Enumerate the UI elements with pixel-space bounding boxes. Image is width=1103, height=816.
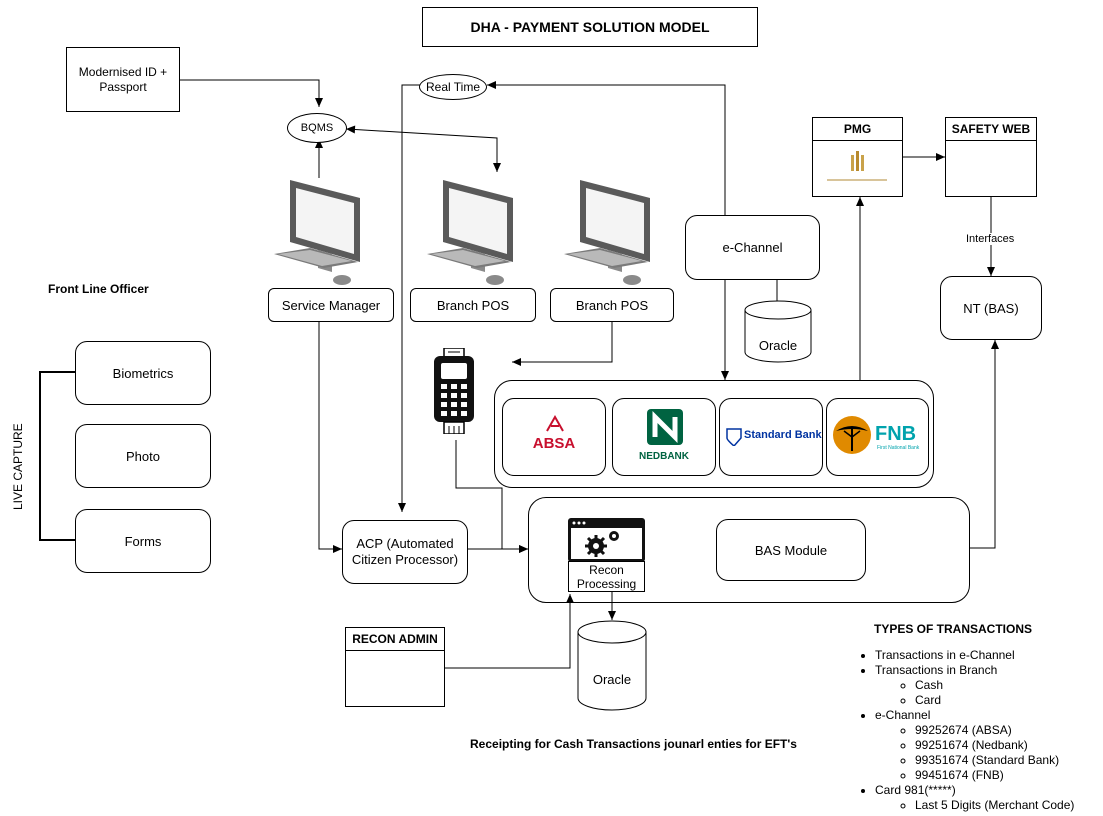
computer-icon: [274, 180, 360, 285]
acp-box: ACP (Automated Citizen Processor): [342, 520, 468, 584]
computer-icon: [427, 180, 513, 285]
fnb-label: FNB: [875, 423, 917, 445]
list-item: 99252674 (ABSA): [915, 723, 1074, 738]
nedbank-logo-icon: [647, 409, 683, 445]
transactions-list: Transactions in e-Channel Transactions i…: [857, 648, 1074, 813]
receipting-note: Receipting for Cash Transactions jounarl…: [470, 737, 797, 751]
bqms-node: BQMS: [287, 113, 347, 143]
recon-processing-label: Recon Processing: [568, 561, 645, 592]
banks-container: [494, 380, 934, 488]
safety-web-box: SAFETY WEB: [945, 117, 1037, 197]
photo-box: Photo: [75, 424, 211, 488]
interfaces-label: Interfaces: [964, 233, 1017, 245]
real-time-node: Real Time: [419, 74, 487, 100]
oracle-label: Oracle: [758, 338, 798, 353]
modernised-id-box: Modernised ID + Passport: [66, 47, 180, 112]
bank-card-fnb: FNB First National Bank: [826, 398, 929, 476]
bank-card-standard-bank: Standard Bank: [719, 398, 823, 476]
nedbank-label: NEDBANK: [639, 451, 689, 462]
live-capture-label: LIVE CAPTURE: [11, 423, 25, 510]
list-item: 99451674 (FNB): [915, 768, 1074, 783]
list-item-label: e-Channel: [875, 708, 931, 722]
transactions-heading: TYPES OF TRANSACTIONS: [874, 622, 1033, 636]
card-machine-icon: [434, 348, 474, 434]
oracle-database-icon: [744, 300, 812, 363]
nt-bas-box: NT (BAS): [940, 276, 1042, 340]
computer-icon: [564, 180, 650, 285]
recon-admin-box: RECON ADMIN: [345, 627, 445, 707]
branch-pos-box: Branch POS: [550, 288, 674, 322]
bank-card-absa: ABSA: [502, 398, 606, 476]
recon-gear-icon: [568, 518, 645, 562]
list-item: 99351674 (Standard Bank): [915, 753, 1074, 768]
absa-logo-icon: [546, 415, 564, 432]
list-item: e-Channel 99252674 (ABSA) 99251674 (Nedb…: [875, 708, 1074, 783]
list-item: Cash: [915, 678, 1074, 693]
e-channel-box: e-Channel: [685, 215, 820, 280]
pmg-title: PMG: [813, 118, 902, 141]
pmg-logo-icon: [827, 151, 887, 181]
pmg-box: PMG: [812, 117, 903, 197]
recon-admin-title: RECON ADMIN: [346, 628, 444, 651]
absa-label: ABSA: [532, 435, 576, 452]
forms-box: Forms: [75, 509, 211, 573]
standard-bank-label: Standard Bank: [744, 429, 822, 441]
bank-card-nedbank: NEDBANK: [612, 398, 716, 476]
branch-pos-box: Branch POS: [410, 288, 536, 322]
processing-container: [528, 497, 970, 603]
safety-web-title: SAFETY WEB: [946, 118, 1036, 141]
list-item-label: Card 981(*****): [875, 783, 956, 797]
list-item: Last 5 Digits (Merchant Code): [915, 798, 1074, 813]
fnb-sub-label: First National Bank: [877, 445, 920, 451]
oracle-label: Oracle: [592, 672, 632, 687]
biometrics-box: Biometrics: [75, 341, 211, 405]
bas-module-box: BAS Module: [716, 519, 866, 581]
fnb-tree-icon: [833, 416, 871, 454]
list-item: 99251674 (Nedbank): [915, 738, 1074, 753]
list-item: Card: [915, 693, 1074, 708]
list-item: Transactions in Branch Cash Card: [875, 663, 1074, 708]
standard-bank-shield-icon: [726, 428, 742, 446]
list-item-label: Transactions in Branch: [875, 663, 998, 677]
oracle-database-icon: [577, 620, 647, 711]
service-manager-box: Service Manager: [268, 288, 394, 322]
diagram-title: DHA - PAYMENT SOLUTION MODEL: [422, 7, 758, 47]
front-line-officer-label: Front Line Officer: [48, 282, 149, 296]
list-item: Card 981(*****) Last 5 Digits (Merchant …: [875, 783, 1074, 813]
list-item: Transactions in e-Channel: [875, 648, 1074, 663]
